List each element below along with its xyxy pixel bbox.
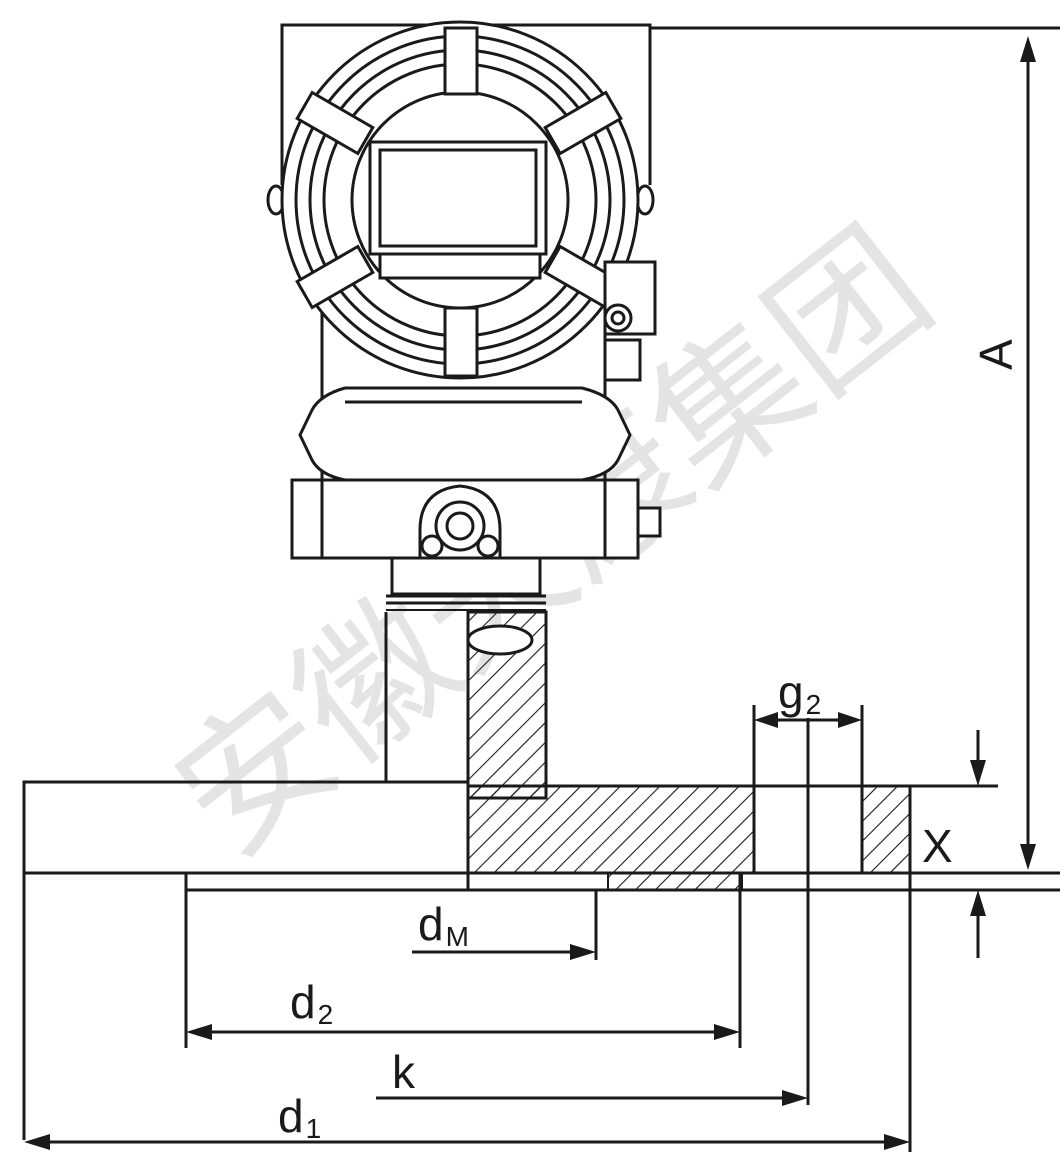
label-dm: dM (418, 898, 469, 952)
label-k: k (392, 1046, 416, 1098)
dimension-d2: d2 (186, 976, 740, 1040)
dimension-a: A (970, 36, 1036, 870)
label-a: A (970, 339, 1022, 370)
dimension-x: X (922, 730, 986, 958)
label-d2: d2 (290, 976, 333, 1030)
dimension-dm: dM (412, 898, 596, 960)
transmitter-housing (266, 20, 1060, 611)
flange-section (22, 610, 1060, 1152)
dimension-k: k (376, 1046, 808, 1106)
label-x: X (922, 820, 953, 872)
dimension-g2: g2 (754, 666, 862, 728)
label-g2: g2 (778, 666, 821, 720)
label-d1: d1 (278, 1090, 321, 1144)
dimension-d1: d1 (24, 1090, 910, 1150)
